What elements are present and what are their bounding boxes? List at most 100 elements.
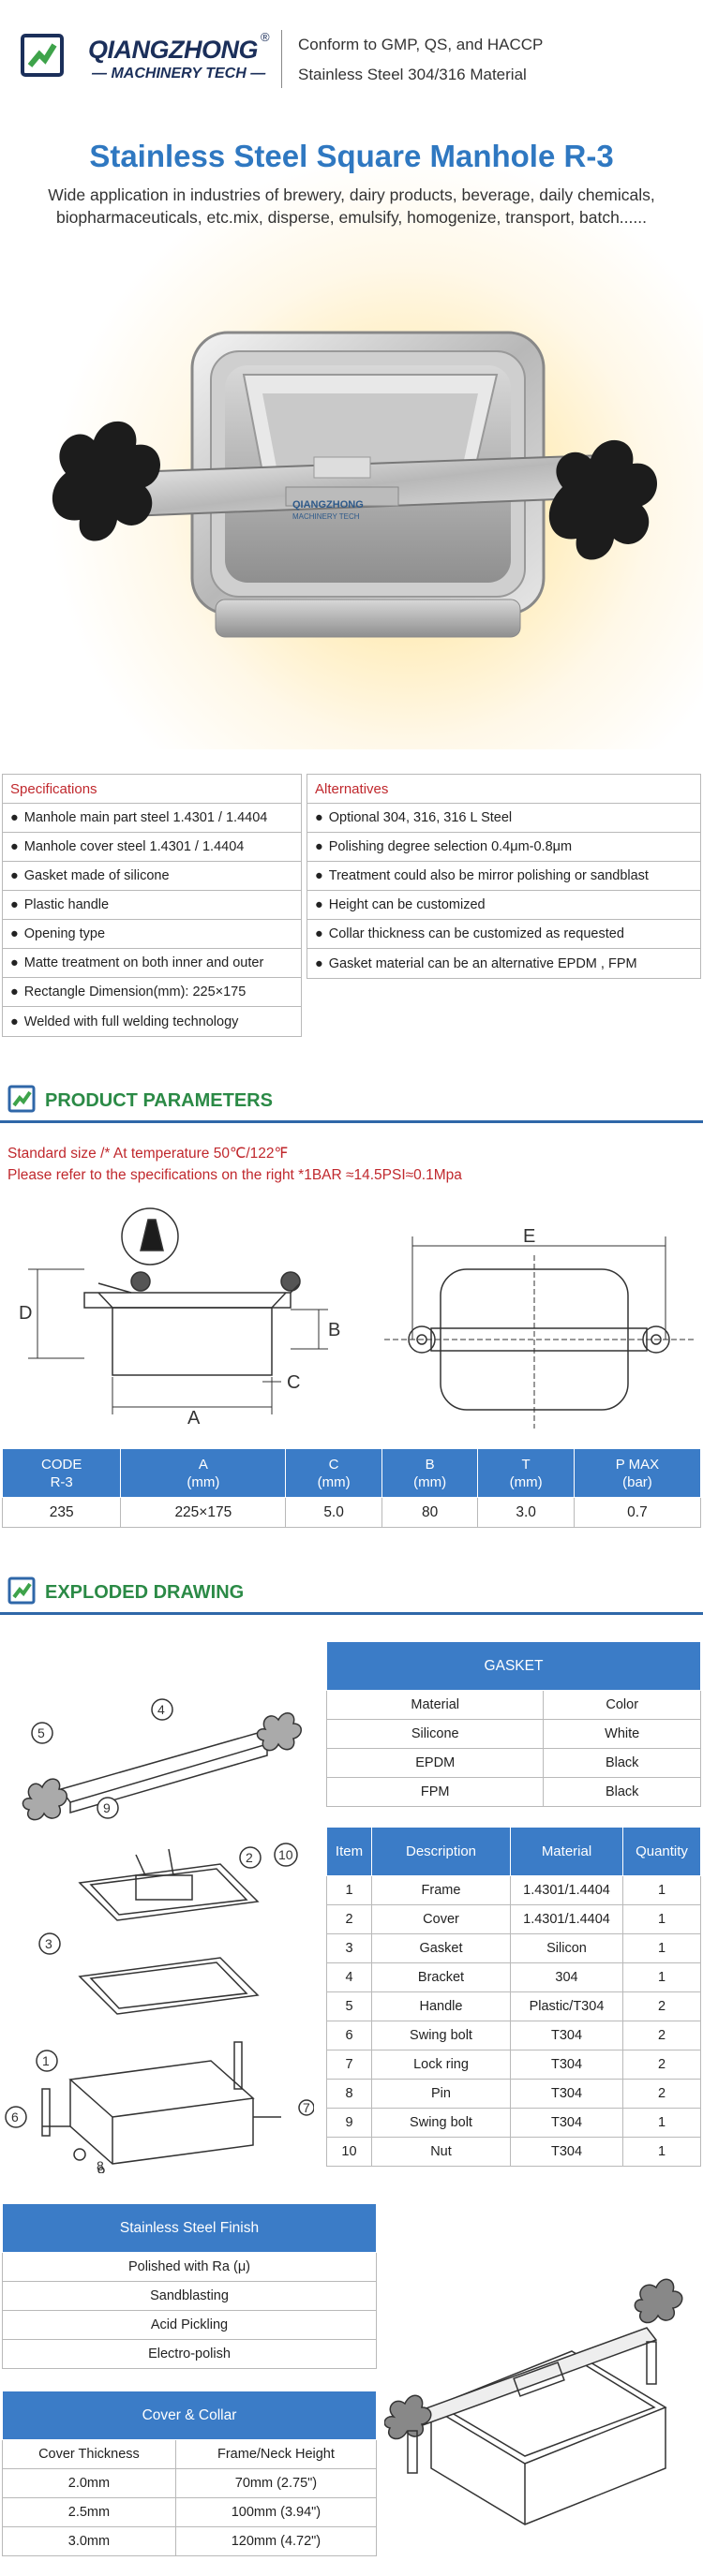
callout-8: 8 — [97, 2158, 104, 2173]
alternative-item: ●Collar thickness can be customized as r… — [307, 920, 700, 949]
exploded-view-drawing: 1 2 3 4 5 6 7 8 9 10 — [5, 1698, 314, 2173]
brand-subtitle: — MACHINERY TECH — — [92, 66, 266, 81]
cover-collar-table: Cover & Collar Cover Thickness Frame/Nec… — [2, 2391, 378, 2556]
spec-item: ●Manhole main part steel 1.4301 / 1.4404 — [3, 804, 301, 833]
callout-9: 9 — [103, 1800, 111, 1815]
alternative-item: ●Optional 304, 316, 316 L Steel — [307, 804, 700, 833]
callout-6: 6 — [11, 2110, 19, 2124]
header-claim-compliance: Conform to GMP, QS, and HACCP — [298, 36, 544, 53]
section-logo-icon — [7, 1577, 36, 1605]
product-parameters-section-header: PRODUCT PARAMETERS — [0, 1077, 703, 1126]
left-knob-icon — [52, 421, 161, 541]
col-cover-thickness: Cover Thickness — [2, 2439, 176, 2469]
col-p-max: P MAX(bar) — [573, 1448, 702, 1498]
alternative-item: ●Gasket material can be an alternative E… — [315, 955, 637, 971]
spec-item: ●Plastic handle — [3, 891, 301, 920]
callout-7: 7 — [303, 2100, 310, 2115]
table-row: Electro-polish — [2, 2339, 377, 2369]
cell-code: 235 — [1, 1497, 122, 1528]
alternatives-table: Alternatives ●Optional 304, 316, 316 L S… — [307, 774, 701, 979]
cell-c: 5.0 — [285, 1497, 382, 1528]
pressure-conversion-note: Please refer to the specifications on th… — [7, 1167, 462, 1183]
dim-label-c: C — [287, 1372, 300, 1393]
section-logo-icon — [7, 1085, 36, 1113]
cell-t: 3.0 — [477, 1497, 575, 1528]
product-title: Stainless Steel Square Manhole R-3 — [89, 139, 614, 173]
cover-collar-header-row: Cover Thickness Frame/Neck Height — [2, 2439, 378, 2469]
dim-label-b: B — [328, 1320, 340, 1340]
spec-item: ●Rectangle Dimension(mm): 225×175 — [3, 978, 301, 1007]
cover-collar-title: Cover & Collar — [2, 2391, 377, 2440]
section-underline — [0, 1612, 703, 1615]
parts-header-row: Item Description Material Quantity — [326, 1827, 701, 1876]
col-quantity: Quantity — [622, 1827, 701, 1876]
specifications-heading: Specifications — [3, 775, 301, 804]
col-a: A(mm) — [120, 1448, 287, 1498]
section-underline — [0, 1120, 703, 1123]
dim-label-e: E — [523, 1226, 535, 1247]
col-description: Description — [371, 1827, 511, 1876]
exploded-drawing-section-header: EXPLODED DRAWING — [0, 1569, 703, 1618]
spec-item: ●Welded with full welding technology — [10, 1014, 239, 1029]
finish-title: Stainless Steel Finish — [2, 2203, 377, 2253]
alternative-item: ●Polishing degree selection 0.4μm-0.8μm — [307, 833, 700, 862]
product-engraved-logo: QIANGZHONG — [292, 499, 364, 511]
col-material: Material — [510, 1827, 623, 1876]
top-view-drawing: E — [384, 1226, 694, 1429]
col-frame-neck-height: Frame/Neck Height — [174, 2439, 378, 2469]
product-description: Wide application in industries of brewer… — [48, 185, 655, 227]
gasket-title: GASKET — [326, 1641, 701, 1691]
spec-item: ●Matte treatment on both inner and outer — [3, 949, 301, 978]
product-engraved-logo-sub: MACHINERY TECH — [292, 512, 360, 521]
col-c: C(mm) — [285, 1448, 382, 1498]
gasket-header-row: Material Color — [325, 1690, 701, 1720]
spec-item: ●Manhole cover steel 1.4301 / 1.4404 — [3, 833, 301, 862]
alternative-item: ●Treatment could also be mirror polishin… — [307, 862, 700, 891]
col-item: Item — [326, 1827, 372, 1876]
standard-size-note: Standard size /* At temperature 50℃/122℉ — [7, 1146, 289, 1162]
company-logo-icon — [21, 34, 64, 77]
cell-p-max: 0.7 — [573, 1497, 702, 1528]
brand-name: QIANGZHONG — [88, 36, 259, 64]
callout-3: 3 — [45, 1936, 52, 1951]
manhole-line-drawing — [384, 2278, 683, 2525]
table-row: Acid Pickling — [2, 2310, 377, 2340]
header: QIANGZHONG ® — MACHINERY TECH — Conform … — [0, 0, 703, 103]
dim-label-a: A — [187, 1408, 201, 1424]
callout-2: 2 — [246, 1850, 253, 1865]
spec-item: ●Gasket made of silicone — [3, 862, 301, 891]
specifications-table: Specifications ●Manhole main part steel … — [2, 774, 302, 1037]
col-material: Material — [325, 1690, 545, 1720]
spec-item: ●Opening type — [3, 920, 301, 949]
col-b: B(mm) — [381, 1448, 479, 1498]
col-t: T(mm) — [477, 1448, 575, 1498]
col-color: Color — [543, 1690, 701, 1720]
registered-mark: ® — [261, 30, 270, 44]
right-knob-icon — [548, 439, 658, 560]
table-row: Sandblasting — [2, 2281, 377, 2311]
dim-label-d: D — [19, 1303, 32, 1324]
callout-4: 4 — [157, 1702, 165, 1717]
